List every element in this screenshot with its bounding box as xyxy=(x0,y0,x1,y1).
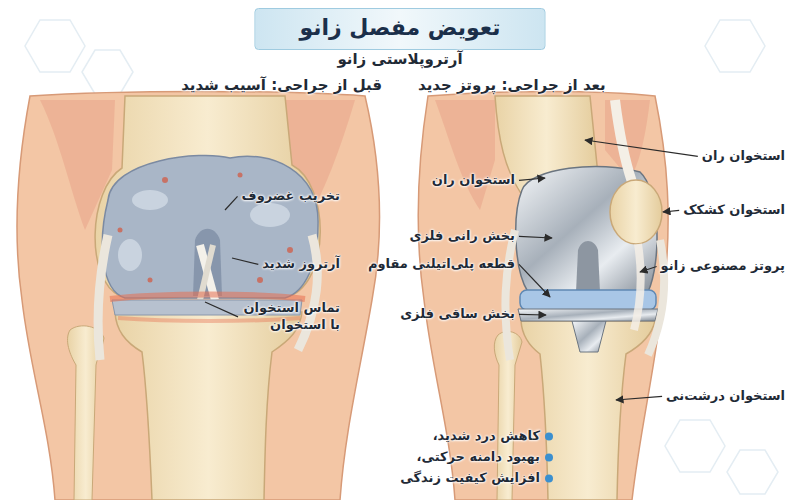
inflamed-spot xyxy=(162,177,168,183)
hexagon xyxy=(665,420,725,472)
bullet-dots xyxy=(545,432,553,482)
leader-line xyxy=(232,258,258,264)
bullet-dot xyxy=(545,474,553,482)
leader-line xyxy=(225,196,238,210)
callout-label: استخوان درشت‌نی xyxy=(666,388,785,405)
side-ligament xyxy=(298,235,317,350)
wear-patch xyxy=(118,239,142,271)
leader-line xyxy=(519,178,545,180)
callout-label: قطعه پلی‌اتیلنی مقاوم xyxy=(368,256,515,273)
tibial-stem xyxy=(572,321,606,352)
benefit-item: بهبود دامنه حرکتی، xyxy=(417,449,540,466)
callout-label: تخریب غضروف xyxy=(242,188,340,205)
callout-label: تماس استخوان با استخوان xyxy=(242,300,340,334)
callout-label: بخش رانی فلزی xyxy=(410,228,515,245)
patellar-tendon xyxy=(634,244,641,330)
hexagon xyxy=(25,20,85,72)
component-notch xyxy=(576,241,600,292)
bullet-dot xyxy=(545,453,553,461)
title-banner: تعویض مفصل زانو xyxy=(254,8,545,50)
inflamed-spot xyxy=(287,247,293,253)
leader-line xyxy=(640,266,657,272)
inflamed-spot xyxy=(148,278,153,283)
quadriceps-tendon xyxy=(615,100,632,182)
callout-label: استخوان کشکک xyxy=(683,202,785,219)
tibia xyxy=(521,321,655,500)
bullet-dot xyxy=(545,432,553,440)
inflamed-spot xyxy=(257,277,263,283)
subtitle: آرتروپلاستی زانو xyxy=(337,50,462,70)
leg-skin xyxy=(17,92,380,500)
inflamed-spot xyxy=(238,173,243,178)
leader-line xyxy=(519,314,546,316)
callout-label: آرتروز شدید xyxy=(262,256,340,273)
leader-line xyxy=(663,210,679,212)
inflamed-spot xyxy=(118,228,123,233)
tibia xyxy=(115,312,302,500)
leader-line xyxy=(519,264,550,297)
callout-label: بخش ساقی فلزی xyxy=(400,306,515,323)
muscle xyxy=(435,100,495,210)
joint-inflammation xyxy=(110,295,305,300)
title: تعویض مفصل زانو xyxy=(299,14,500,43)
leader-line xyxy=(205,302,238,317)
section-heading: بعد از جراحی: پروتز جدید xyxy=(418,76,606,96)
benefit-item: کاهش درد شدید، xyxy=(433,428,540,445)
damaged-knee xyxy=(17,92,380,500)
leader-line xyxy=(616,396,662,400)
benefit-item: افزایش کیفیت زندگی xyxy=(400,470,540,487)
patella xyxy=(610,180,662,244)
callout-label: پروتز مصنوعی زانو xyxy=(661,258,785,275)
hexagon xyxy=(82,50,133,94)
hexagon xyxy=(705,20,765,72)
hexagon xyxy=(727,450,778,494)
side-ligament xyxy=(648,240,664,355)
wear-patch xyxy=(132,190,168,210)
callout-label: استخوان ران xyxy=(702,148,785,165)
callout-label: استخوان ران xyxy=(432,172,515,189)
wear-patch xyxy=(250,203,290,227)
side-ligament xyxy=(98,235,108,360)
side-ligament xyxy=(505,230,515,360)
leader-line xyxy=(585,140,698,156)
section-heading: قبل از جراحی: آسیب شدید xyxy=(181,76,382,96)
leader-line xyxy=(519,236,552,238)
replaced-knee xyxy=(418,92,668,500)
leg-skin xyxy=(418,92,668,500)
leader-lines xyxy=(205,140,698,400)
